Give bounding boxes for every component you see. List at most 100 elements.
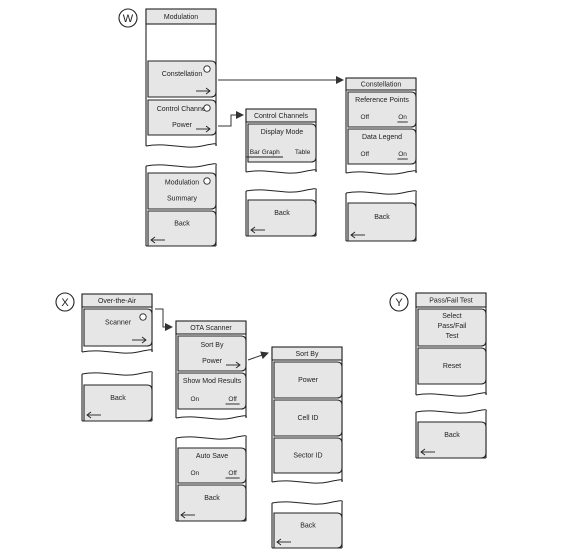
menu-button-cell-id[interactable]: Cell ID	[273, 399, 343, 437]
button-label: Data Legend	[362, 134, 402, 141]
menu-button-back[interactable]: Back	[147, 210, 217, 247]
menu-button-constellation[interactable]: Constellation	[147, 60, 217, 98]
option-off: Off	[361, 114, 370, 121]
menu-button-sector-id[interactable]: Sector ID	[273, 437, 343, 474]
menu-title: Constellation	[361, 82, 402, 89]
option-bar-graph: Bar Graph	[250, 149, 280, 156]
button-label: Auto Save	[196, 453, 228, 460]
button-label: Back	[204, 495, 220, 502]
back-arrow-left-icon	[276, 538, 291, 546]
button-label: Back	[274, 210, 290, 217]
button-label: Pass/Fail	[438, 323, 467, 330]
menu-title: Sort By	[296, 351, 319, 358]
menu-title-bar	[175, 320, 247, 335]
submenu-link-arrow	[155, 308, 173, 331]
option-on: On	[190, 470, 199, 477]
menu-break-line	[175, 435, 247, 440]
option-on: On	[398, 114, 407, 121]
menu-button-back[interactable]: Back	[347, 202, 417, 242]
submenu-link-arrow	[218, 111, 244, 127]
menu-break-line	[245, 188, 317, 193]
back-arrow-left-icon	[420, 448, 435, 456]
submenu-arrow-right-icon	[226, 361, 241, 369]
menu-break-line	[145, 163, 217, 168]
button-label: Modulation	[165, 179, 199, 186]
menu-button-back[interactable]: Back	[177, 484, 247, 522]
button-label: Show Mod Results	[183, 378, 242, 385]
button-face	[347, 91, 417, 128]
indicator-circle-icon	[203, 65, 211, 73]
callout-w: W	[118, 8, 138, 28]
button-face	[417, 347, 487, 385]
button-label: Constellation	[162, 71, 203, 78]
button-face	[177, 372, 247, 410]
button-label: Test	[446, 333, 459, 340]
menu-break-line	[245, 169, 317, 174]
indicator-circle-icon	[139, 313, 147, 321]
button-face	[417, 308, 487, 347]
button-label: Scanner	[105, 320, 132, 327]
button-face	[273, 361, 343, 399]
menu-button-power[interactable]: Power	[273, 361, 343, 399]
button-face	[177, 484, 247, 522]
button-face	[247, 123, 317, 163]
menu-title: Pass/Fail Test	[429, 298, 472, 305]
menu-break-line	[345, 170, 417, 175]
option-table: Table	[295, 149, 311, 156]
submenu-arrow-right-icon	[132, 336, 147, 344]
option-on: On	[190, 396, 199, 403]
button-face	[147, 99, 217, 136]
back-arrow-left-icon	[350, 231, 365, 239]
button-face	[273, 399, 343, 437]
menu-title: Over-the-Air	[98, 298, 137, 305]
option-off: Off	[228, 396, 237, 403]
indicator-circle-icon	[203, 104, 211, 112]
button-label: Select	[442, 313, 462, 320]
button-label: Power	[298, 377, 319, 384]
menu-button-reset[interactable]: Reset	[417, 347, 487, 385]
button-label: Back	[300, 523, 316, 530]
menu-pass-fail-test: Pass/Fail TestSelectPass/FailTestResetBa…	[415, 292, 487, 459]
menu-title: Control Channels	[254, 113, 309, 120]
menu-title-bar	[145, 8, 217, 25]
option-on: On	[398, 151, 407, 158]
button-label: Control Channel	[157, 106, 208, 113]
callout-letter: Y	[395, 297, 403, 309]
menu-title-bar	[245, 108, 317, 123]
menu-button-scanner[interactable]: Scanner	[83, 308, 153, 347]
option-off: Off	[228, 470, 237, 477]
menu-button-back[interactable]: Back	[417, 421, 487, 459]
menu-title-bar	[271, 346, 343, 361]
back-arrow-left-icon	[86, 411, 101, 419]
menu-break-line	[415, 392, 487, 397]
button-label: Sector ID	[293, 453, 322, 460]
menu-button-back[interactable]: Back	[83, 384, 153, 422]
menu-button-back[interactable]: Back	[247, 199, 317, 237]
menu-break-line	[271, 500, 343, 505]
back-arrow-left-icon	[250, 226, 265, 234]
callout-y: Y	[389, 292, 409, 312]
menu-button-back[interactable]: Back	[273, 512, 343, 549]
callout-letter: X	[61, 297, 69, 309]
button-face	[347, 128, 417, 165]
menu-title-bar	[345, 77, 417, 91]
button-label: Sort By	[201, 342, 224, 349]
submenu-link-arrow	[247, 351, 269, 361]
menu-title-bar	[81, 293, 153, 308]
button-face	[347, 202, 417, 242]
button-label: Back	[444, 432, 460, 439]
